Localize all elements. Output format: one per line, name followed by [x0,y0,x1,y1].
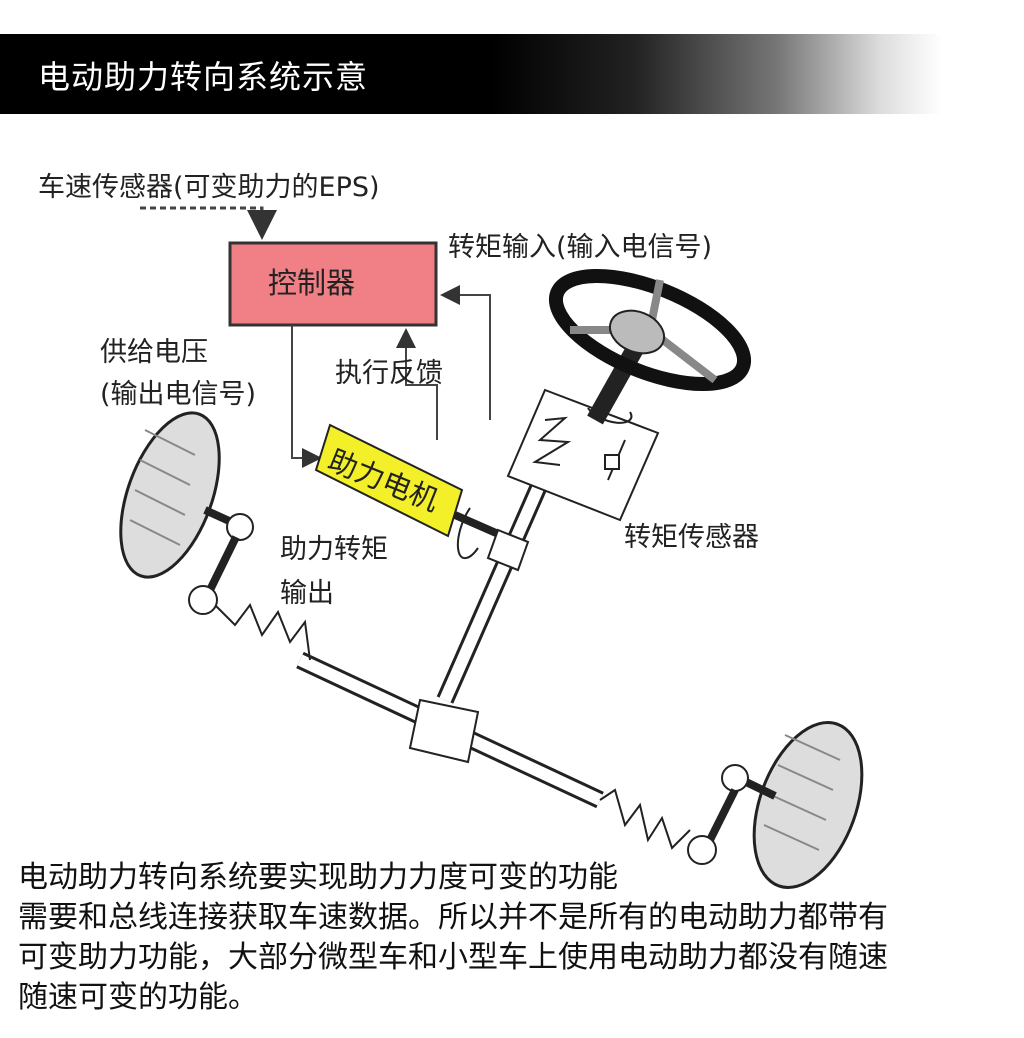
output-label: 输出 [280,578,334,609]
assist-torque-label: 助力转矩 [280,534,388,565]
supply-voltage-line [291,325,322,468]
title-bar: 电动助力转向系统示意 [0,34,1024,114]
page-title: 电动助力转向系统示意 [38,58,369,96]
supply-voltage-label: 供给电压 [100,337,208,368]
output-signal-label: (输出电信号) [100,379,256,410]
feedback-line [396,328,438,440]
torque-input-label: 转矩输入(输入电信号) [448,232,712,263]
speed-signal-line [140,206,277,240]
controller-box [228,241,438,327]
left-spring [214,602,311,661]
speed-sensor-label: 车速传感器(可变助力的EPS) [38,172,380,203]
rack-housing [408,698,480,764]
assist-motor [314,423,530,572]
right-wheel [752,721,864,889]
description-line: 电动助力转向系统要实现助力力度可变的功能 [18,860,618,895]
right-spring [599,788,691,850]
description-line: 可变助力功能，大部分微型车和小型车上使用电动助力都没有随速 [18,940,888,975]
steering-wheel [548,268,752,425]
description-line: 随速可变的功能。 [18,980,258,1015]
left-wheel [119,411,221,579]
controller-label: 控制器 [268,266,355,300]
torque-sensor-label: 转矩传感器 [624,522,759,553]
description-line: 需要和总线连接获取车速数据。所以并不是所有的电动助力都带有 [18,900,888,935]
feedback-label: 执行反馈 [335,358,443,389]
description-text: 电动助力转向系统要实现助力力度可变的功能 需要和总线连接获取车速数据。所以并不是… [18,858,1018,1018]
torque-input-line [440,285,491,420]
